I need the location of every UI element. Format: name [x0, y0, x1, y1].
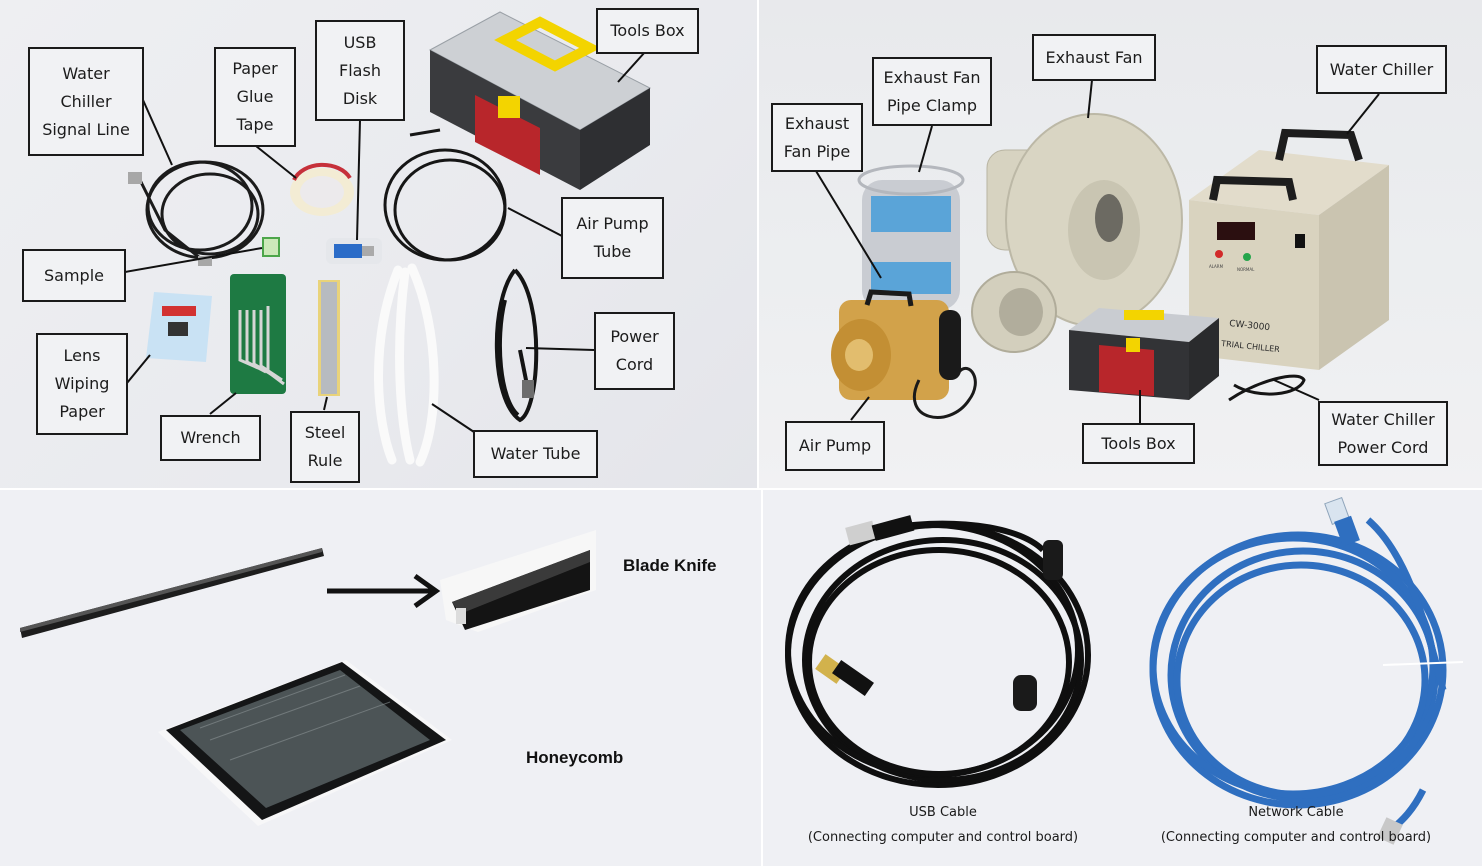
- blade-knife-strip-image: [20, 548, 324, 638]
- power-cord-image: [494, 268, 539, 423]
- sample-image: [262, 237, 280, 257]
- callout-paper-glue-tape: Paper Glue Tape: [214, 47, 296, 147]
- honeycomb-label: Honeycomb: [526, 748, 624, 767]
- network-cable-caption: Network Cable (Connecting computer and c…: [1138, 800, 1454, 850]
- usb-connectors: [815, 515, 1063, 711]
- equipment-leader-lines: [815, 79, 1380, 424]
- cable-tie: [1382, 661, 1464, 666]
- blade-knife-closeup-image: [440, 530, 596, 632]
- blade-honeycomb-panel: Blade Knife Honeycomb: [0, 490, 761, 866]
- water-tube-image: [374, 263, 439, 467]
- callout-lens-wiping-paper: Lens Wiping Paper: [36, 333, 128, 435]
- steel-rule-image: [318, 280, 340, 396]
- usb-cable-title: USB Cable: [909, 805, 977, 820]
- callout-usb-flash-disk: USB Flash Disk: [315, 20, 405, 121]
- callout-air-pump: Air Pump: [785, 421, 885, 471]
- chiller-alarm-text: ALARM: [1209, 264, 1224, 269]
- water-chiller-power-cord-image: [1228, 374, 1306, 402]
- network-cable-image: [1149, 517, 1447, 833]
- water-chiller-signal-line-image: [138, 160, 265, 264]
- power-plug: [522, 380, 534, 398]
- callout-sample: Sample: [22, 249, 126, 302]
- chiller-model-text: CW-3000: [1229, 319, 1271, 333]
- water-chiller-image: CW-3000 TRIAL CHILLER ALARM NORMAL: [1189, 128, 1389, 370]
- usb-cable-image: [785, 520, 1091, 788]
- network-cable-title: Network Cable: [1248, 805, 1344, 820]
- callout-water-tube: Water Tube: [473, 430, 598, 478]
- callout-tools-box: Tools Box: [596, 8, 699, 54]
- callout-water-chiller-signal-line: Water Chiller Signal Line: [28, 47, 144, 156]
- callout-water-chiller-power-cord: Water Chiller Power Cord: [1318, 401, 1448, 466]
- callout-exhaust-fan-pipe-clamp: Exhaust Fan Pipe Clamp: [872, 57, 992, 126]
- callout-exhaust-fan: Exhaust Fan: [1032, 34, 1156, 81]
- callout-steel-rule: Steel Rule: [290, 411, 360, 483]
- chiller-normal-text: NORMAL: [1237, 267, 1255, 272]
- accessories-panel: Water Chiller Signal Line Paper Glue Tap…: [0, 0, 757, 488]
- wrench-image: [230, 274, 286, 394]
- callout-exhaust-fan-pipe: Exhaust Fan Pipe: [771, 103, 863, 172]
- usb-cable-caption: USB Cable (Connecting computer and contr…: [783, 800, 1103, 850]
- chiller-subtitle-text: TRIAL CHILLER: [1220, 339, 1281, 354]
- signal-connector-a: [128, 172, 142, 184]
- callout-tools-box: Tools Box: [1082, 423, 1195, 464]
- usb-flash-disk-image: [326, 238, 382, 264]
- callout-air-pump-tube: Air Pump Tube: [561, 197, 664, 279]
- callout-power-cord: Power Cord: [594, 312, 675, 390]
- usb-cable-subtitle: (Connecting computer and control board): [807, 830, 1079, 845]
- lens-wiping-paper-image: [146, 292, 212, 362]
- callout-wrench: Wrench: [160, 415, 261, 461]
- callout-water-chiller: Water Chiller: [1316, 45, 1447, 94]
- arrow-icon: [327, 573, 441, 609]
- blade-honeycomb-illustration: [20, 530, 596, 826]
- blade-knife-label: Blade Knife: [623, 556, 717, 575]
- honeycomb-image: [158, 660, 452, 826]
- tools-box-small-image: [1069, 308, 1219, 400]
- air-pump-tube-image: [383, 128, 507, 262]
- exhaust-fan-image: [971, 113, 1183, 353]
- cables-panel: USB Cable (Connecting computer and contr…: [763, 490, 1482, 866]
- network-cable-subtitle: (Connecting computer and control board): [1160, 830, 1432, 845]
- rj45-connectors: [1324, 496, 1403, 845]
- paper-glue-tape-image: [290, 162, 354, 216]
- air-pump-image: [831, 289, 977, 419]
- signal-connector-b: [198, 256, 212, 266]
- exhaust-fan-pipe-image: [857, 164, 965, 310]
- equipment-panel: CW-3000 TRIAL CHILLER ALARM NORMAL: [759, 0, 1482, 488]
